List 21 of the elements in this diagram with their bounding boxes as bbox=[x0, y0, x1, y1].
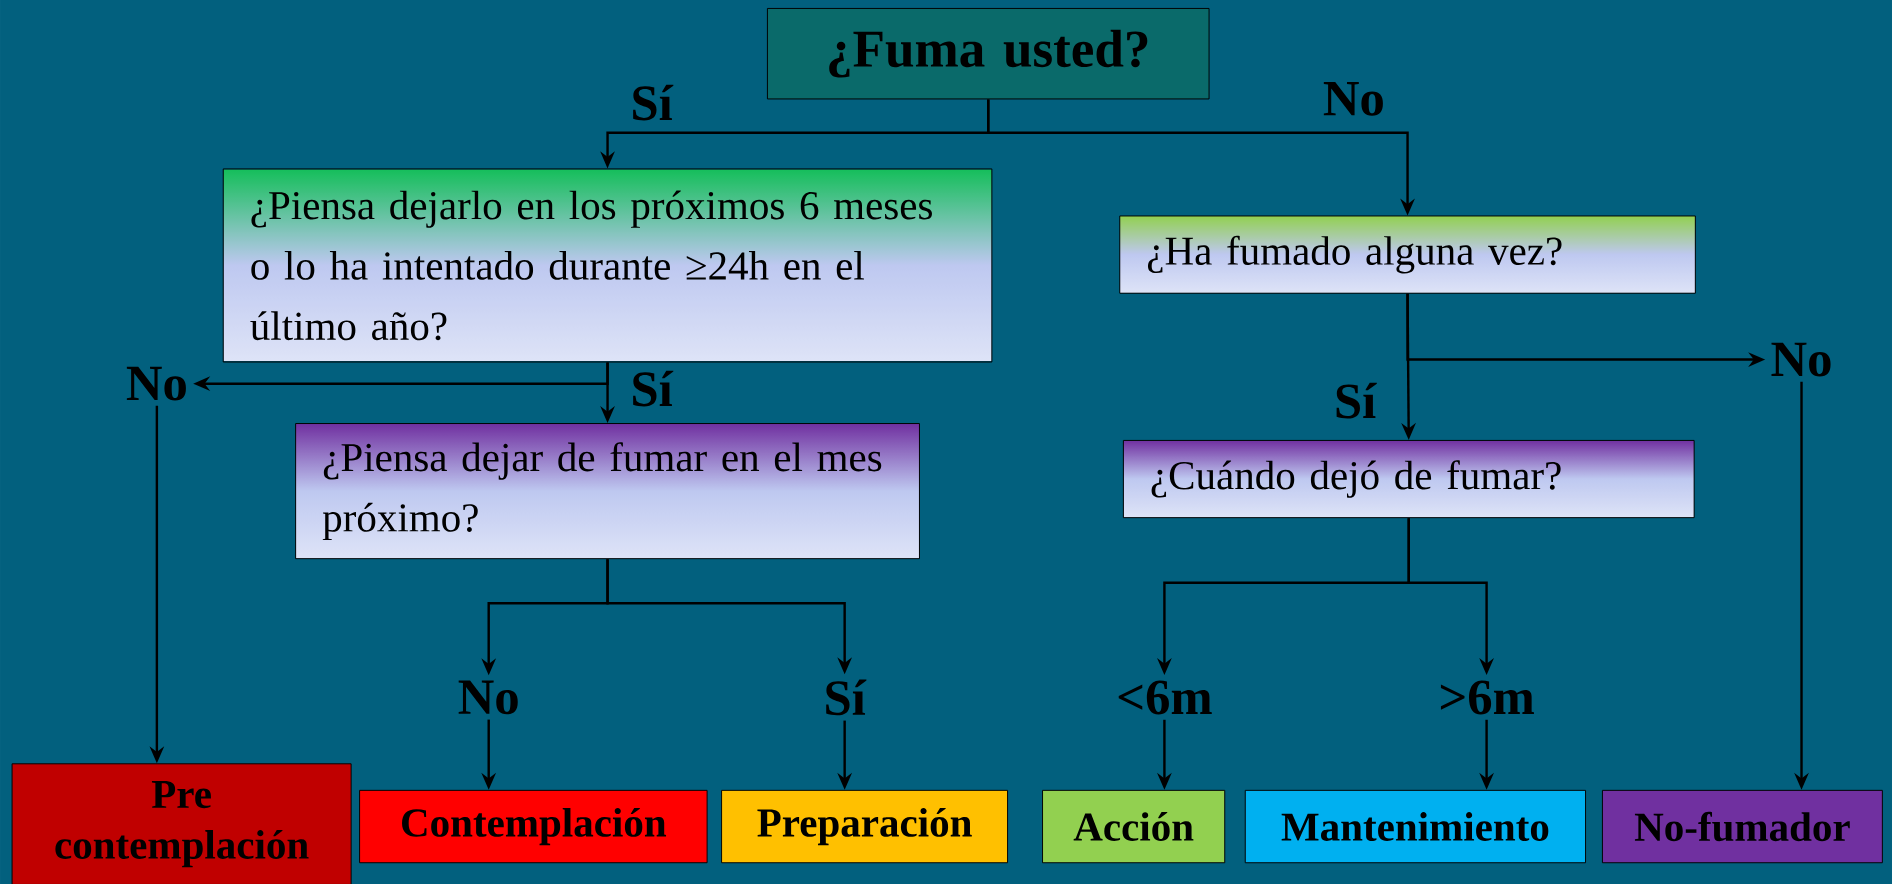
stage-box: No-fumador bbox=[1601, 789, 1883, 863]
edge-label: No bbox=[1323, 81, 1383, 116]
answer-label: <6m bbox=[1118, 680, 1212, 715]
answer-label: Sí bbox=[826, 679, 867, 716]
question-box: ¿Piensa dejarlo en los próximos 6 meses o lo ha intentado durante ≥24h en el último año? bbox=[222, 168, 993, 363]
stage-box: Contemplación bbox=[359, 789, 708, 863]
edge-label: Sí bbox=[633, 370, 674, 407]
edge-label: Sí bbox=[633, 84, 674, 121]
question-box: ¿Ha fumado alguna vez? bbox=[1119, 215, 1696, 294]
answer-label: No bbox=[126, 366, 186, 401]
stage-box: Pre contemplación bbox=[11, 763, 352, 884]
stage-box: Acción bbox=[1042, 789, 1226, 863]
question-box: ¿Piensa dejar de fumar en el mes próximo? bbox=[295, 422, 920, 559]
edge-label: Sí bbox=[1336, 382, 1377, 419]
answer-label: No bbox=[1771, 342, 1831, 377]
answer-label: No bbox=[458, 680, 518, 715]
stage-box: Mantenimiento bbox=[1244, 789, 1586, 863]
stage-box: Preparación bbox=[721, 789, 1009, 863]
question-box: ¿Fuma usted? bbox=[766, 7, 1210, 100]
answer-label: >6m bbox=[1440, 680, 1534, 715]
question-box: ¿Cuándo dejó de fumar? bbox=[1122, 439, 1695, 518]
